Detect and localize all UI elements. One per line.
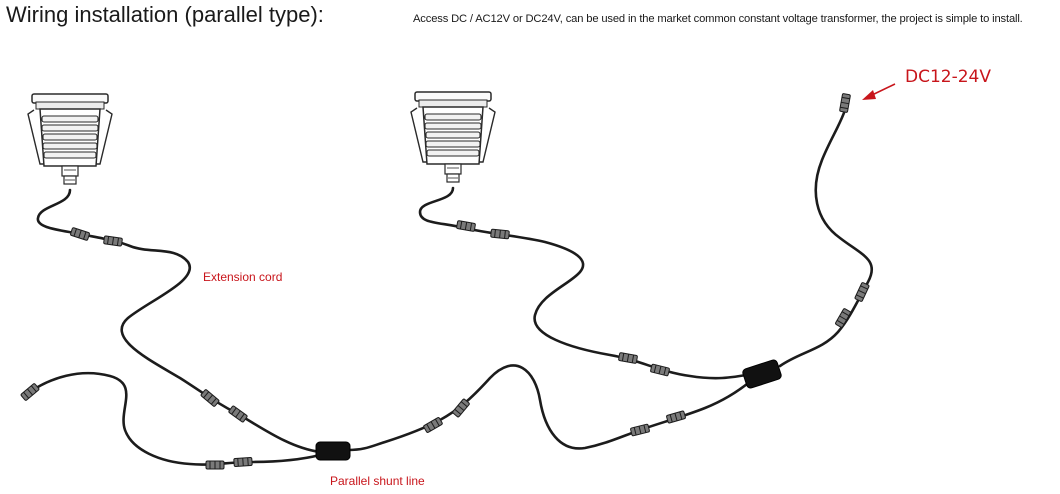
cable-middle-fixture — [418, 186, 754, 380]
cable-left-end — [28, 371, 322, 466]
power-input-label: DC12-24V — [905, 67, 991, 87]
cable-shunt-to-right — [346, 364, 754, 452]
splitter-box-icon — [315, 441, 351, 461]
downlight-fixture-icon — [410, 91, 496, 183]
downlight-fixture-icon — [27, 93, 113, 185]
page-title: Wiring installation (parallel type): — [6, 2, 324, 27]
cable-left-fixture — [36, 188, 322, 454]
splitter-box-icon — [742, 359, 782, 389]
arrow-icon — [862, 83, 896, 100]
parallel-shunt-line-label: Parallel shunt line — [330, 474, 425, 488]
cable-power-input — [778, 108, 874, 368]
extension-cord-label: Extension cord — [203, 270, 282, 284]
description-text: Access DC / AC12V or DC24V, can be used … — [413, 13, 1023, 25]
